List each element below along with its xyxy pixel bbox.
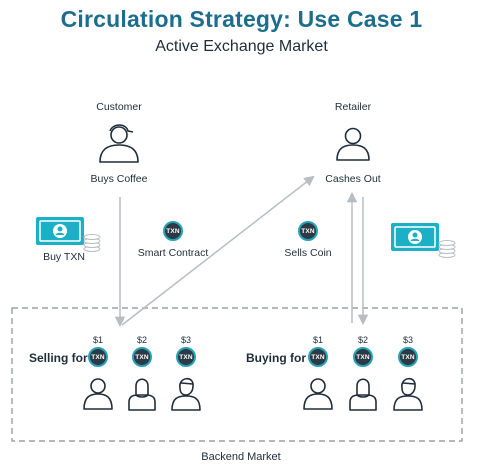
retailer-icon: [336, 127, 370, 161]
buyer-2-icon: [349, 378, 377, 411]
txn-coin-icon: TXN: [308, 347, 328, 367]
sell-price-1: $1: [92, 335, 103, 345]
buy-price-3: $3: [402, 335, 413, 345]
arrow-sell-to-retailer: [121, 175, 315, 326]
txn-coin-icon: TXN: [176, 347, 196, 367]
seller-3-icon: [171, 377, 201, 411]
txn-coin-icon: TXN: [353, 347, 373, 367]
customer-icon: [99, 124, 139, 163]
cash-icon: [36, 217, 101, 252]
txn-coin-icon: TXN: [132, 347, 152, 367]
txn-coin-icon: TXN: [163, 221, 183, 241]
retailer-label: Retailer: [334, 101, 372, 113]
cashes-out-label: Cashes Out: [325, 173, 381, 185]
sells-coin-label: Sells Coin: [284, 247, 332, 259]
txn-coin-icon: TXN: [398, 347, 418, 367]
selling-for-label: Selling for: [29, 351, 88, 365]
cash-icon: [391, 223, 456, 258]
txn-coin-icon: TXN: [88, 347, 108, 367]
diagram-subtitle: Active Exchange Market: [155, 38, 328, 55]
seller-1-icon: [83, 378, 113, 410]
customer-label: Customer: [96, 101, 142, 113]
buyer-3-icon: [393, 377, 423, 411]
buyer-1-icon: [303, 378, 333, 410]
buying-for-label: Buying for: [246, 351, 306, 365]
backend-market-box: [11, 307, 463, 442]
buy-price-2: $2: [357, 335, 368, 345]
sell-price-2: $2: [136, 335, 147, 345]
txn-coin-icon: TXN: [298, 221, 318, 241]
sell-price-3: $3: [180, 335, 191, 345]
buy-txn-label: Buy TXN: [43, 251, 85, 263]
seller-2-icon: [128, 378, 156, 411]
smart-contract-label: Smart Contract: [137, 247, 209, 259]
buys-coffee-label: Buys Coffee: [90, 173, 148, 185]
diagram-title: Circulation Strategy: Use Case 1: [60, 6, 423, 32]
backend-market-label: Backend Market: [201, 451, 281, 463]
buy-price-1: $1: [312, 335, 323, 345]
